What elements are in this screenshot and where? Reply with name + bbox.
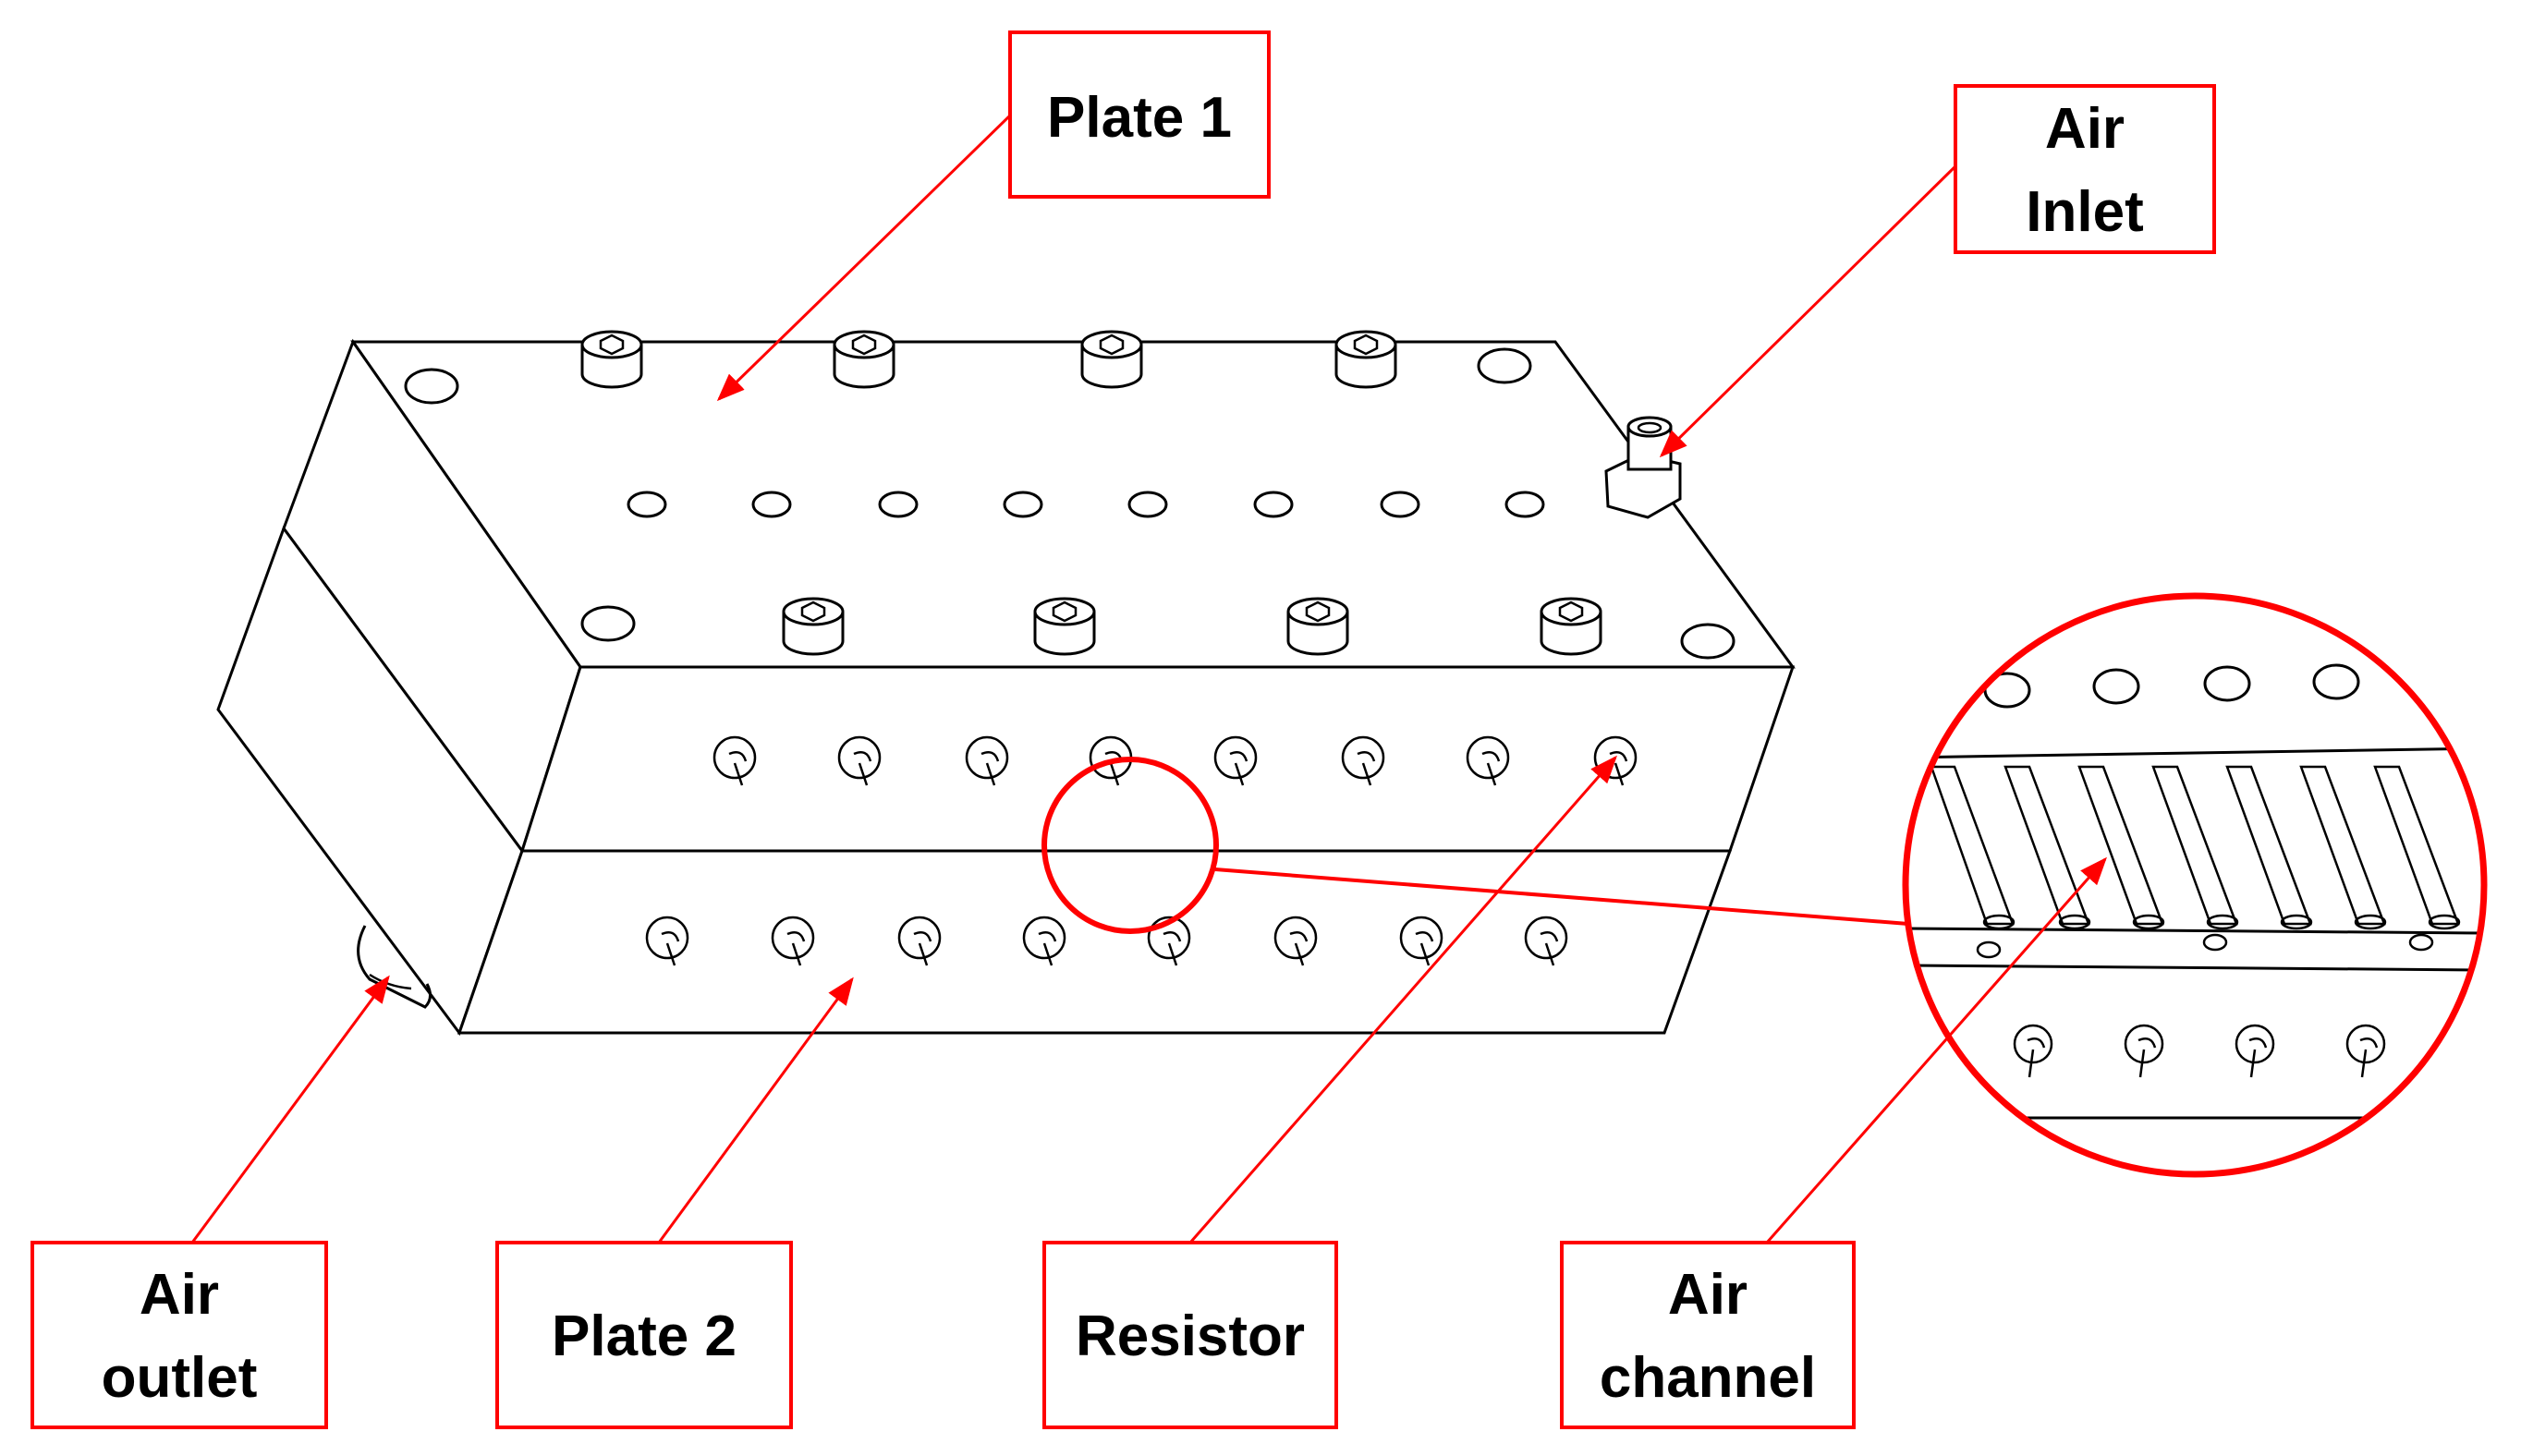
corner-holes (404, 347, 1735, 660)
zoom-source-circle (1041, 757, 1219, 934)
resistor-label: Resistor (1076, 1304, 1305, 1368)
air-inlet-fitting (1604, 416, 1682, 519)
callout-plate-2: Plate 2 (495, 1241, 793, 1429)
callout-air-channel: Air channel (1560, 1241, 1856, 1429)
arrow-air-inlet (1659, 164, 1957, 458)
air-channel-label-line2: channel (1600, 1346, 1816, 1410)
arrow-plate-2 (657, 977, 854, 1244)
callout-air-inlet: Air Inlet (1954, 84, 2216, 254)
air-channel-label-line1: Air (1668, 1263, 1748, 1327)
arrow-plate-1 (716, 114, 1012, 402)
bolts-front-row (782, 597, 1602, 656)
plate-2-front-face (457, 849, 1733, 1035)
air-inlet-label-line1: Air (2045, 97, 2125, 161)
small-hole-row (627, 491, 1545, 518)
heat-exchanger-block (216, 338, 1796, 1037)
zoom-detail-circle (1902, 592, 2488, 1178)
callout-plate-1: Plate 1 (1008, 30, 1271, 199)
arrow-resistor (1188, 755, 1617, 1244)
resistors-plate-2 (645, 916, 1568, 966)
air-outlet-label-line1: Air (140, 1263, 219, 1327)
zoom-connector-line (1214, 868, 1909, 926)
plate-2-label: Plate 2 (552, 1304, 737, 1368)
arrow-air-channel (1765, 856, 2107, 1244)
callout-arrows (190, 114, 2107, 1244)
resistors-plate-1 (712, 735, 1638, 786)
plate-1-label: Plate 1 (1047, 86, 1232, 150)
callout-air-outlet: Air outlet (30, 1241, 328, 1429)
air-inlet-label-line2: Inlet (2026, 180, 2143, 244)
zoom-detail (1906, 596, 2484, 1174)
callout-resistor: Resistor (1042, 1241, 1338, 1429)
air-outlet-label-line2: outlet (102, 1346, 258, 1410)
arrow-air-outlet (190, 975, 390, 1244)
bolts-back-row (580, 330, 1397, 389)
plate-1-front-face (519, 665, 1796, 853)
